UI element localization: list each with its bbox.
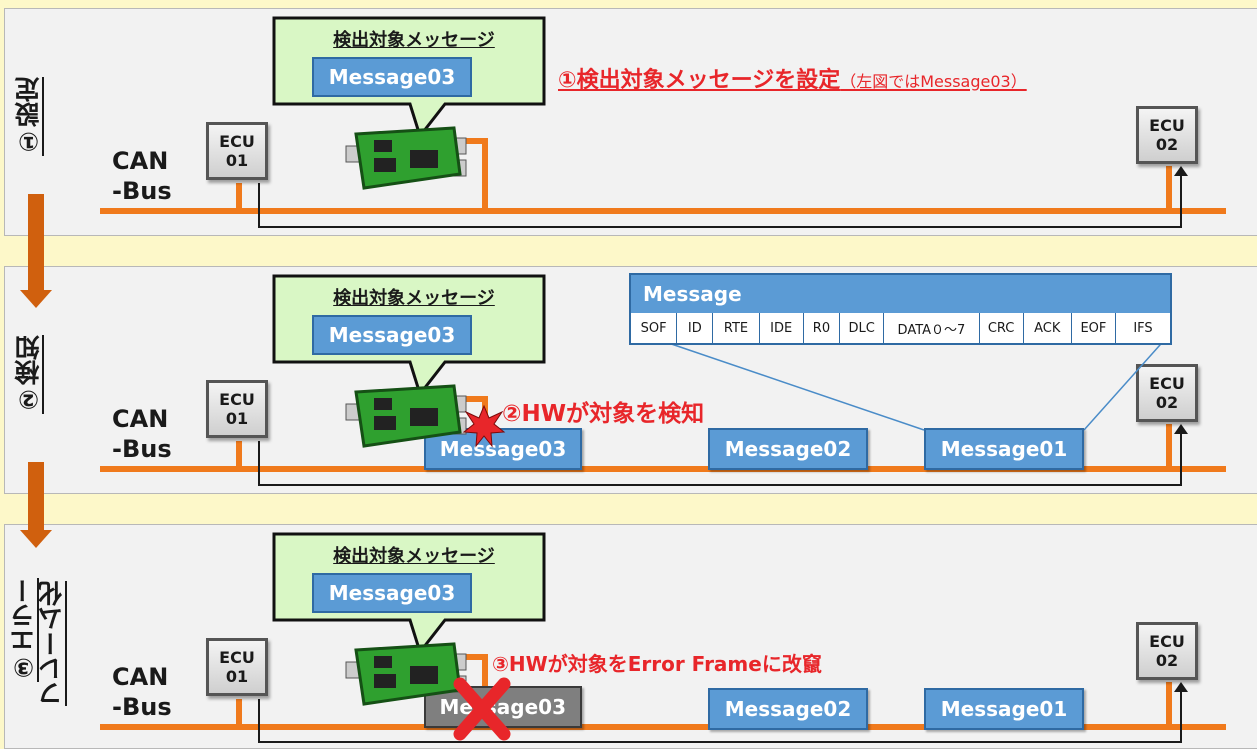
panel-title-detection: ②検知 — [14, 335, 43, 415]
frame-field: SOF — [631, 313, 678, 343]
bus-message-03: Message03 — [424, 428, 582, 470]
flow-arrow-1-head — [20, 290, 52, 308]
can-frame-format: Message SOF ID RTE IDE R0 DLC DATA０～7 CR… — [629, 273, 1172, 345]
note-step2: ②HWが対象を検知 — [502, 401, 705, 427]
signal-path — [1180, 688, 1182, 743]
panel-title-setting: ①設定 — [14, 77, 43, 157]
hw-board-icon — [345, 384, 467, 448]
frame-fields: SOF ID RTE IDE R0 DLC DATA０～7 CRC ACK EO… — [631, 313, 1170, 343]
frame-field: EOF — [1072, 313, 1117, 343]
ecu-02: ECU 02 — [1136, 106, 1198, 164]
ecu02-stub — [1166, 682, 1172, 727]
callout-message: Message03 — [312, 57, 472, 97]
signal-path — [258, 741, 1182, 743]
frame-field: DATA０～7 — [884, 313, 980, 343]
signal-path — [1180, 172, 1182, 228]
note-step3: ③HWが対象をError Frameに改竄 — [492, 652, 822, 676]
bus-message-02: Message02 — [708, 688, 868, 730]
bus-message-01: Message01 — [924, 688, 1084, 730]
signal-path — [258, 183, 260, 228]
hw-stub-h — [462, 138, 488, 144]
panel-setting — [4, 8, 1257, 236]
frame-field: IDE — [760, 313, 804, 343]
can-bus-label: CAN -Bus — [112, 663, 172, 721]
note-step1: ①検出対象メッセージを設定（左図ではMessage03） — [558, 68, 1027, 93]
signal-path — [1180, 430, 1182, 486]
signal-arrow-icon — [1174, 682, 1188, 692]
frame-field: ACK — [1024, 313, 1072, 343]
hw-board-icon — [345, 642, 467, 706]
hw-stub — [482, 654, 488, 690]
frame-field: RTE — [713, 313, 760, 343]
ecu02-stub — [1166, 424, 1172, 469]
ecu-02: ECU 02 — [1136, 364, 1198, 422]
signal-path — [258, 484, 1182, 486]
ecu01-stub — [236, 183, 242, 211]
callout-title: 検出対象メッセージ — [333, 288, 495, 309]
frame-field: IFS — [1133, 320, 1153, 336]
can-bus-label: CAN -Bus — [112, 405, 172, 463]
hw-board-icon — [345, 126, 467, 190]
callout-title: 検出対象メッセージ — [333, 546, 495, 567]
frame-field: R0 — [804, 313, 841, 343]
ecu01-stub — [236, 441, 242, 469]
flow-arrow-2-head — [20, 530, 52, 548]
signal-path — [258, 226, 1182, 228]
ecu-01: ECU 01 — [206, 380, 268, 438]
tamper-cross-icon — [453, 677, 511, 741]
ecu02-stub — [1166, 166, 1172, 211]
ecu01-stub — [236, 699, 242, 727]
callout-title: 検出対象メッセージ — [333, 30, 495, 51]
callout-message: Message03 — [312, 573, 472, 613]
bus-message-02: Message02 — [708, 428, 868, 470]
can-bus-label: CAN -Bus — [112, 147, 172, 205]
hw-stub-h — [462, 396, 488, 402]
signal-arrow-icon — [1174, 424, 1188, 434]
can-bus-line — [100, 466, 1226, 472]
detection-burst-icon — [462, 404, 506, 448]
signal-path — [258, 441, 260, 486]
bus-message-01: Message01 — [924, 428, 1084, 470]
signal-path — [258, 699, 260, 743]
hw-stub — [482, 138, 488, 211]
flow-arrow-1-shaft — [28, 194, 44, 290]
can-bus-line — [100, 208, 1226, 214]
frame-title: Message — [631, 275, 1170, 313]
hw-stub-h — [462, 654, 488, 660]
signal-arrow-icon — [1174, 166, 1188, 176]
ecu-01: ECU 01 — [206, 122, 268, 180]
ecu-01: ECU 01 — [206, 638, 268, 696]
can-bus-line — [100, 724, 1226, 730]
flow-arrow-2-shaft — [28, 462, 44, 530]
panel-title-error-frame: ③エラー フレーム化 — [9, 578, 66, 707]
frame-field: CRC — [980, 313, 1024, 343]
frame-field: ID — [677, 313, 714, 343]
ecu-02: ECU 02 — [1136, 622, 1198, 680]
frame-field: DLC — [840, 313, 885, 343]
callout-message: Message03 — [312, 315, 472, 355]
